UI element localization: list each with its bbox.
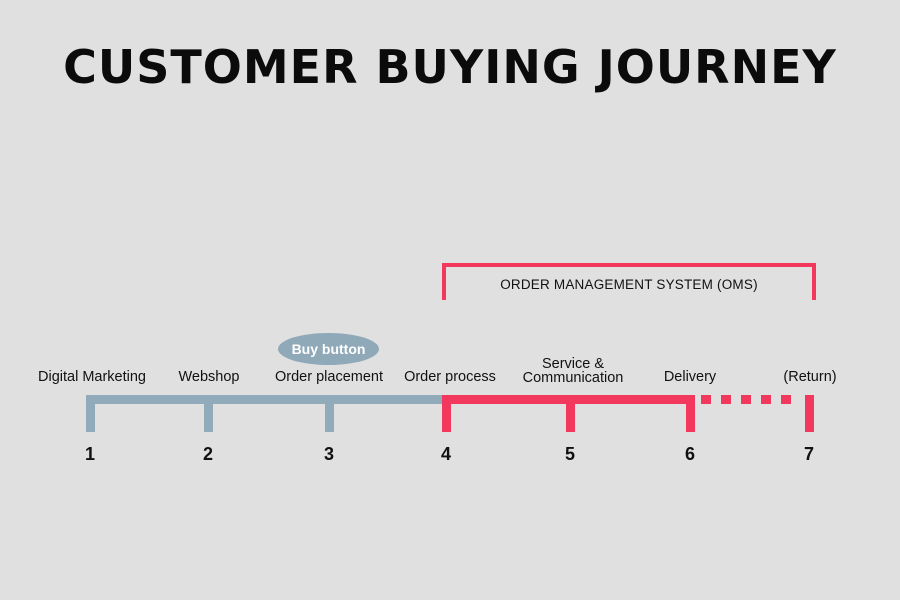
tick-6 bbox=[686, 395, 695, 432]
tick-1 bbox=[86, 395, 95, 432]
stage-label-return: (Return) bbox=[783, 369, 837, 385]
stage-number-5: 5 bbox=[564, 444, 576, 464]
tick-4 bbox=[442, 395, 451, 432]
tick-3 bbox=[325, 395, 334, 432]
stage-label-digital-marketing: Digital Marketing bbox=[38, 369, 146, 385]
dash-2 bbox=[721, 395, 731, 404]
dash-5 bbox=[781, 395, 791, 404]
oms-bracket-right bbox=[812, 263, 816, 300]
buy-button[interactable]: Buy button bbox=[278, 333, 379, 365]
oms-bracket-left bbox=[442, 263, 446, 300]
stage-number-6: 6 bbox=[684, 444, 696, 464]
stage-label-delivery: Delivery bbox=[663, 369, 717, 385]
stage-number-4: 4 bbox=[440, 444, 452, 464]
stage-label-order-process: Order process bbox=[404, 369, 496, 385]
stage-label-webshop: Webshop bbox=[178, 369, 240, 385]
stage-label-order-placement: Order placement bbox=[275, 369, 383, 385]
tick-7 bbox=[805, 395, 814, 432]
timeline-grey-segment bbox=[86, 395, 446, 404]
stage-label-service-communication: Service & Communication bbox=[522, 356, 624, 386]
stage-number-7: 7 bbox=[803, 444, 815, 464]
stage-number-2: 2 bbox=[202, 444, 214, 464]
oms-bracket-top bbox=[442, 263, 816, 267]
dash-4 bbox=[761, 395, 771, 404]
dash-3 bbox=[741, 395, 751, 404]
tick-2 bbox=[204, 395, 213, 432]
stage-number-3: 3 bbox=[323, 444, 335, 464]
diagram-title: CUSTOMER BUYING JOURNEY bbox=[63, 40, 837, 94]
tick-5 bbox=[566, 395, 575, 432]
oms-label: ORDER MANAGEMENT SYSTEM (OMS) bbox=[500, 277, 758, 292]
stage-number-1: 1 bbox=[84, 444, 96, 464]
dash-1 bbox=[701, 395, 711, 404]
